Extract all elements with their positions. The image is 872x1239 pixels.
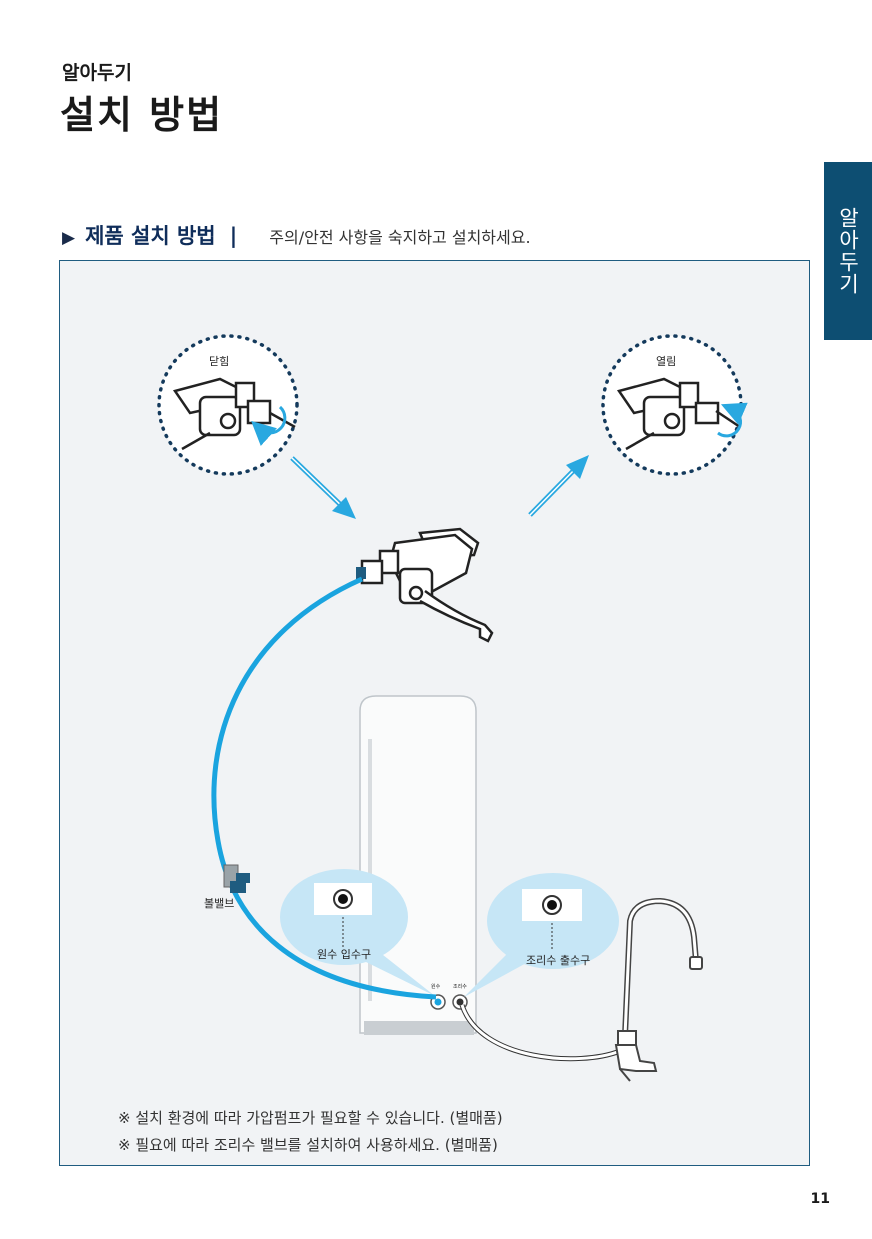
raw-water-inlet-label: 원수 입수구 (317, 948, 372, 961)
section-kicker: 알아두기 (62, 62, 132, 84)
installation-diagram-panel: 닫힘 열림 볼밸브 원수 입수구 조리수 출수구 원수 조리수 ※ 설치 환경에… (59, 260, 810, 1166)
section-separator: | (229, 224, 238, 248)
supply-hose (211, 576, 437, 1000)
cooking-water-outlet-label: 조리수 출수구 (526, 954, 591, 967)
valve-open-detail (601, 334, 748, 476)
arrow-to-closed-icon (290, 456, 356, 519)
section-description: 주의/안전 사항을 숙지하고 설치하세요. (269, 228, 531, 247)
triangle-marker-icon: ▶ (62, 228, 76, 248)
port-small-left-label: 원수 (431, 984, 441, 990)
side-tab[interactable]: 알아두기 (824, 162, 872, 340)
page-number: 11 (810, 1191, 830, 1207)
note-cooking-valve: ※ 필요에 따라 조리수 밸브를 설치하여 사용하세요. (별매품) (118, 1136, 498, 1154)
note-pressure-pump: ※ 설치 환경에 따라 가압펌프가 필요할 수 있습니다. (별매품) (118, 1109, 503, 1127)
side-tab-label: 알아두기 (836, 207, 860, 295)
closed-label: 닫힘 (209, 355, 230, 368)
arrow-to-open-icon (528, 455, 589, 517)
raw-water-inlet-callout (280, 869, 435, 996)
installation-diagram (157, 334, 748, 1082)
wall-faucet-icon (356, 527, 494, 643)
section-header: ▶ 제품 설치 방법 | 주의/안전 사항을 숙지하고 설치하세요. (62, 220, 531, 250)
section-heading: 제품 설치 방법 (85, 224, 216, 248)
open-label: 열림 (656, 355, 677, 368)
page-title: 설치 방법 (60, 93, 224, 137)
valve-closed-detail (157, 334, 299, 476)
port-small-right-label: 조리수 (453, 984, 467, 990)
ball-valve-icon (223, 864, 250, 893)
cooking-faucet-icon (614, 897, 703, 1082)
ball-valve-label: 볼밸브 (204, 897, 235, 910)
cooking-water-outlet-callout (464, 873, 619, 997)
